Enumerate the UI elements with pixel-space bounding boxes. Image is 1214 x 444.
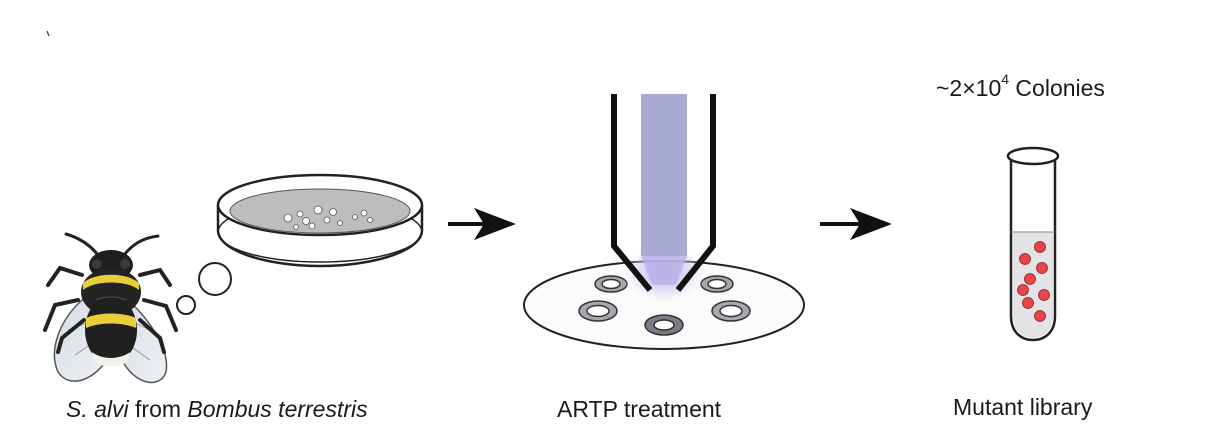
library-step-caption: Mutant library — [953, 394, 1093, 420]
host-name: Bombus terrestris — [187, 396, 368, 422]
artp-step-caption: ARTP treatment — [557, 396, 722, 422]
petri-dish-icon — [216, 173, 424, 268]
caption-connector: from — [128, 396, 188, 422]
bee-icon — [43, 232, 178, 384]
species-name: S. alvi — [66, 396, 129, 422]
bee-step-caption: S. alvi from Bombus terrestris — [66, 396, 368, 423]
colony-count-exponent: 4 — [1001, 71, 1010, 88]
arrow-right-icon — [820, 208, 892, 240]
colony-count-prefix: ~2×10 — [936, 75, 1002, 101]
stray-mark — [46, 30, 50, 37]
arrow-right-icon — [448, 208, 516, 240]
colony-count-label: ~2×104 Colonies — [936, 72, 1105, 102]
artp-nozzle-icon — [611, 94, 716, 292]
test-tube-icon — [1006, 146, 1060, 342]
thought-bubble-icon — [176, 262, 232, 315]
colony-count-suffix: Colonies — [1009, 75, 1105, 101]
